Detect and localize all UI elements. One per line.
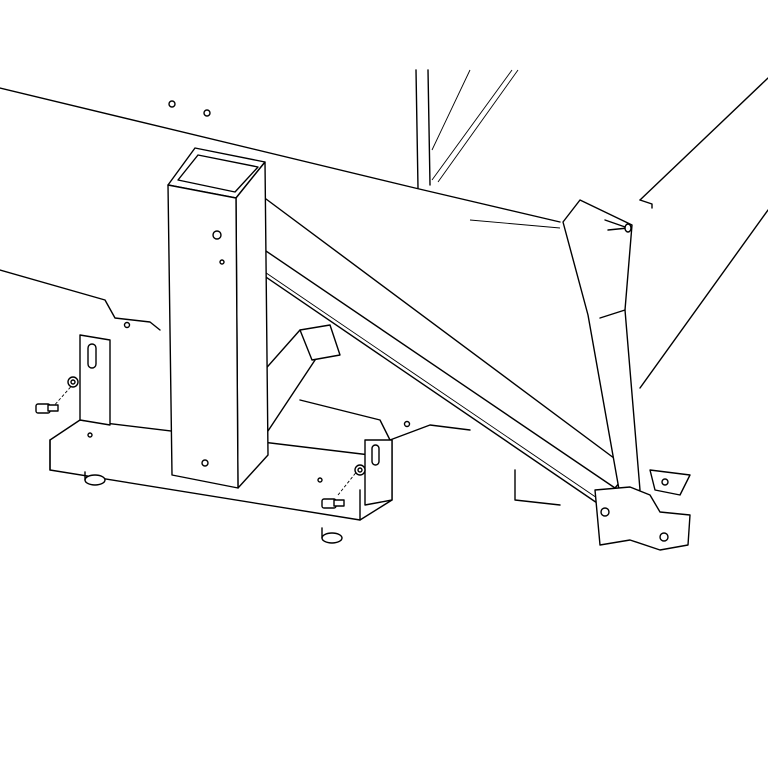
cabinet-panel xyxy=(0,69,768,506)
slot xyxy=(87,343,97,369)
right-bracket xyxy=(562,199,691,551)
bolt xyxy=(321,464,366,509)
panel-hole xyxy=(203,109,211,117)
foot xyxy=(84,474,106,486)
foot xyxy=(321,532,343,544)
bolt xyxy=(35,376,79,414)
panel-hole xyxy=(168,100,176,108)
vertical-post xyxy=(167,147,269,489)
pin xyxy=(604,219,632,233)
slot xyxy=(371,444,380,466)
